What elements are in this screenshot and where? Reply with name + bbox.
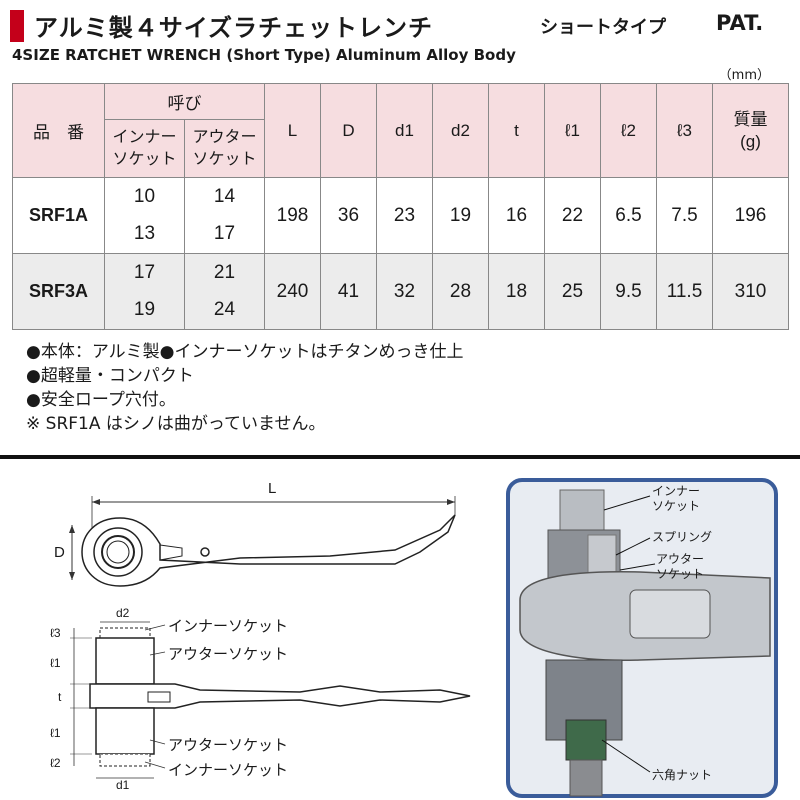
photo-label-inner: インナーソケット: [652, 484, 701, 513]
wrench-top-view: [81, 514, 456, 587]
label-inner-socket-bottom: インナーソケット: [168, 762, 289, 779]
header-nominal: 呼び: [104, 83, 265, 120]
header-t: t: [488, 83, 545, 178]
photo-label-outer: アウターソケット: [656, 552, 705, 581]
patent-mark: PAT.: [716, 11, 764, 35]
label-outer-socket-bottom: アウターソケット: [168, 737, 289, 754]
header-d2: d2: [432, 83, 489, 178]
note-line: ●本体：アルミ製●インナーソケットはチタンめっき仕上: [26, 342, 464, 362]
dim-l2-label: ℓ2: [50, 756, 61, 770]
dim-L-label: L: [268, 480, 277, 497]
photo-hex-nut: [565, 719, 607, 761]
header-D: D: [320, 83, 377, 178]
outer-socket-top: [95, 637, 155, 685]
table-row: 19 24: [13, 291, 789, 330]
inner-socket-bottom: [99, 753, 151, 767]
title-accent-bar: [10, 10, 24, 42]
photo-label-spring: スプリング: [652, 530, 713, 544]
photo-bolt: [569, 759, 603, 797]
note-line: ※ SRF1A はシノは曲がっていません。: [26, 414, 326, 434]
dim-l3-label: ℓ3: [50, 626, 61, 640]
diagram-section: L D d2 d1 ℓ3 ℓ1 t ℓ1 ℓ2 インナーソケット アウターソケッ…: [0, 460, 800, 800]
dim-d2-label: d2: [116, 606, 130, 620]
dim-d1-label: d1: [116, 778, 130, 792]
photo-spring: [587, 534, 617, 576]
dim-l1-bottom-label: ℓ1: [50, 726, 61, 740]
header-weight: 質量 (g): [712, 83, 789, 178]
dim-t-label: t: [58, 690, 62, 704]
rope-hole: [200, 547, 210, 557]
header-l2: ℓ2: [600, 83, 657, 178]
spec-table: 品 番 呼び L D d1 d2 t ℓ1 ℓ2 ℓ3 質量 (g) インナーソ…: [12, 83, 789, 330]
table-row: SRF1A 10 14 198 36 23 19 16 22 6.5 7.5 1…: [12, 177, 789, 254]
product-title: アルミ製４サイズラチェットレンチ: [34, 14, 434, 42]
header-model: 品 番: [12, 83, 105, 178]
dim-D-label: D: [54, 544, 65, 561]
inner-socket-top: [99, 627, 151, 639]
unit-label: （mm）: [718, 68, 770, 83]
feature-notes: ●本体：アルミ製●インナーソケットはチタンめっき仕上 ●超軽量・コンパクト ●安…: [26, 340, 464, 436]
header-l1: ℓ1: [544, 83, 601, 178]
outer-socket-bottom: [95, 707, 155, 755]
header-l3: ℓ3: [656, 83, 713, 178]
label-outer-socket-top: アウターソケット: [168, 646, 289, 663]
header-d1: d1: [376, 83, 433, 178]
wrench-side-view: [89, 683, 471, 709]
section-divider: [0, 455, 800, 459]
header-inner-socket: インナーソケット: [104, 119, 185, 178]
technical-drawing: [69, 478, 778, 798]
header-outer-socket: アウターソケット: [184, 119, 265, 178]
title-row: アルミ製４サイズラチェットレンチ ショートタイプ PAT.: [10, 6, 790, 46]
note-line: ●安全ロープ穴付。: [26, 390, 176, 410]
product-subtitle: 4SIZE RATCHET WRENCH (Short Type) Alumin…: [12, 46, 516, 64]
dim-l1-top-label: ℓ1: [50, 656, 61, 670]
header-L: L: [264, 83, 321, 178]
table-row: SRF3A 17 21 240 41 32 28 18 25 9.5 11.5 …: [12, 253, 789, 330]
product-type: ショートタイプ: [540, 17, 666, 38]
label-inner-socket-top: インナーソケット: [168, 618, 289, 635]
photo-label-hexnut: 六角ナット: [652, 768, 713, 782]
table-row: 13 17: [13, 215, 789, 254]
note-line: ●超軽量・コンパクト: [26, 366, 194, 386]
